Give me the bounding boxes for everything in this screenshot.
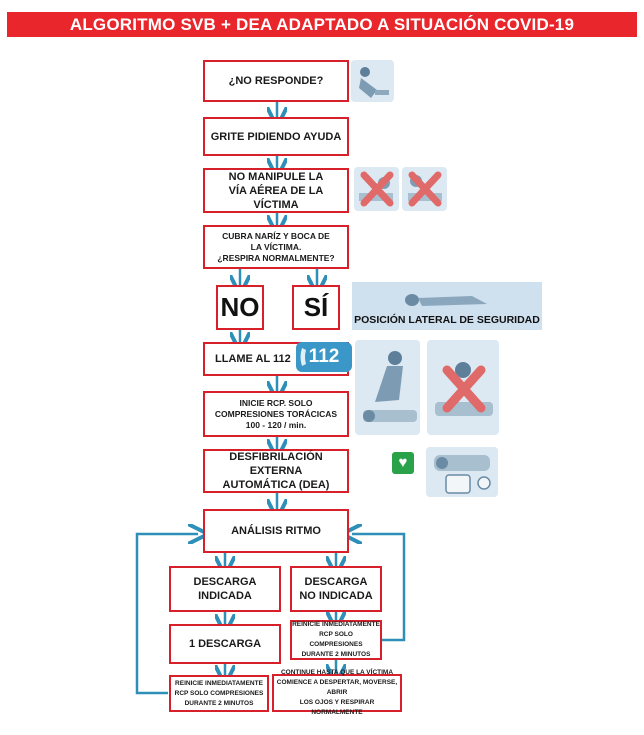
- no-responde-label: ¿NO RESPONDE?: [228, 75, 324, 87]
- grite-box: GRITE PIDIENDO AYUDA: [203, 117, 349, 156]
- badge-112: 112: [296, 342, 352, 372]
- posicion-lateral-label: POSICIÓN LATERAL DE SEGURIDAD: [354, 314, 540, 326]
- recovery-position-illustration: [352, 282, 542, 330]
- descarga-indicada-box: DESCARGA INDICADA: [169, 566, 281, 612]
- no-box: NO: [216, 285, 264, 330]
- una-descarga-box: 1 DESCARGA: [169, 624, 281, 664]
- descarga-no-indicada-label: DESCARGA NO INDICADA: [299, 576, 373, 602]
- reinicie-left-box: REINICIE INMEDIATAMENTE RCP SOLO COMPRES…: [169, 675, 269, 712]
- inicie-rcp-label: INICIE RCP. SOLO COMPRESIONES TORÁCICAS …: [214, 397, 338, 430]
- no-ventilation-cross-illustration: [402, 167, 447, 211]
- llame-label: LLAME AL 112: [215, 353, 291, 365]
- desfibrilacion-label: DESFIBRILACIÓN EXTERNA AUTOMÁTICA (DEA): [222, 451, 330, 491]
- cpr-illustration: [355, 340, 420, 435]
- no-manipule-label: NO MANIPULE LA VÍA AÉREA DE LA VÍCTIMA: [228, 170, 324, 211]
- continue-box: CONTINUE HASTA QUE LA VÍCTIMA COMIENCE A…: [272, 669, 402, 716]
- si-label: SÍ: [303, 292, 329, 322]
- cubra-label: CUBRA NARÍZ Y BOCA DE LA VÍCTIMA. ¿RESPI…: [217, 230, 335, 263]
- aed-pads-illustration: [426, 447, 498, 497]
- descarga-no-indicada-box: DESCARGA NO INDICADA: [290, 566, 382, 612]
- reinicie-right-label: REINICIE INMEDIATAMENTE RCP SOLO COMPRES…: [292, 621, 380, 658]
- analisis-box: ANÁLISIS RITMO: [203, 509, 349, 553]
- no-ventilation-illustration: [427, 340, 499, 435]
- reinicie-left-label: REINICIE INMEDIATAMENTE RCP SOLO COMPRES…: [174, 679, 264, 707]
- no-label: NO: [220, 292, 260, 322]
- no-manipule-box: NO MANIPULE LA VÍA AÉREA DE LA VÍCTIMA: [203, 168, 349, 213]
- desfibrilacion-box: DESFIBRILACIÓN EXTERNA AUTOMÁTICA (DEA): [203, 449, 349, 493]
- grite-label: GRITE PIDIENDO AYUDA: [210, 130, 342, 143]
- no-responde-box: ¿NO RESPONDE?: [203, 60, 349, 102]
- inicie-rcp-box: INICIE RCP. SOLO COMPRESIONES TORÁCICAS …: [203, 391, 349, 437]
- phone-icon: [299, 346, 313, 368]
- reinicie-right-box: REINICIE INMEDIATAMENTE RCP SOLO COMPRES…: [290, 620, 382, 660]
- descarga-indicada-label: DESCARGA INDICADA: [193, 576, 257, 602]
- title-banner: ALGORITMO SVB + DEA ADAPTADO A SITUACIÓN…: [7, 12, 637, 37]
- badge-112-label: 112: [308, 346, 340, 367]
- no-airway-cross-illustration: [354, 167, 399, 211]
- continue-label: CONTINUE HASTA QUE LA VÍCTIMA COMIENCE A…: [276, 669, 398, 716]
- si-box: SÍ: [292, 285, 340, 330]
- una-descarga-label: 1 DESCARGA: [188, 638, 262, 650]
- aed-heart-icon: ♥: [392, 452, 414, 474]
- cubra-box: CUBRA NARÍZ Y BOCA DE LA VÍCTIMA. ¿RESPI…: [203, 225, 349, 269]
- person-check-illustration: [351, 60, 394, 102]
- analisis-label: ANÁLISIS RITMO: [231, 525, 321, 537]
